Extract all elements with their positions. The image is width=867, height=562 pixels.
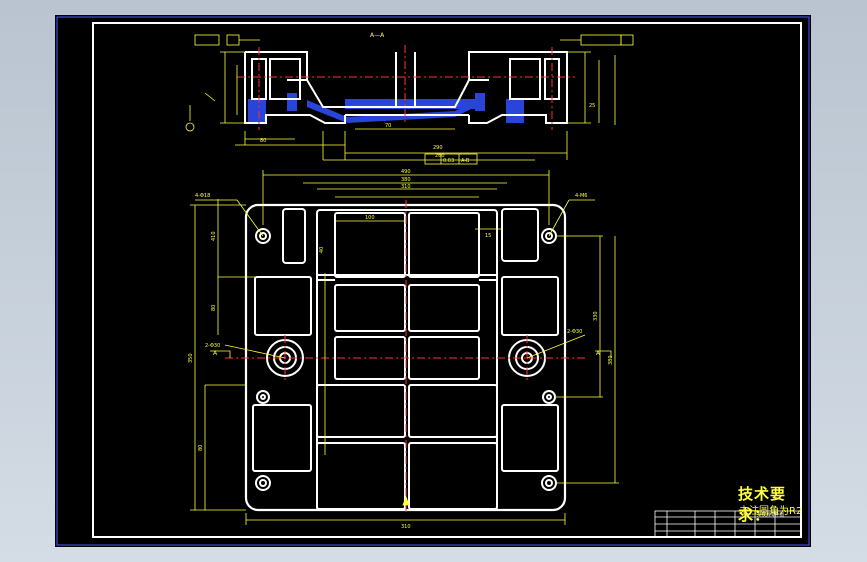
dim-center-mid: 70: [385, 123, 391, 129]
dim-top-inner2: 310: [401, 184, 411, 190]
title-block: [654, 510, 802, 538]
dim-bottom-overall: 290: [433, 145, 443, 151]
section-mark-right: A: [596, 350, 601, 357]
dim-bottom-mid: 260: [435, 153, 445, 159]
dim-right-h: 25: [589, 103, 595, 109]
dim-left-mid: 80: [211, 305, 217, 311]
drawing-sheet: A—A 80 290 260 70 25 0.03 A-B: [55, 15, 811, 547]
dim-left-lower: 80: [198, 445, 204, 451]
dim-left-span: 410: [211, 231, 217, 241]
bolt-label-right: 2-Φ30: [567, 329, 582, 335]
section-hatch: [248, 93, 524, 123]
dim-slot-w: 15: [485, 233, 491, 239]
dim-right-total: 380: [608, 355, 614, 365]
section-view: A—A 80 290 260 70 25 0.03 A-B: [185, 32, 634, 165]
title-block-name: 某模具零件图: [757, 511, 784, 518]
tech-requirements-note: 未注圆角为R2: [739, 506, 803, 517]
plan-dimensions: [190, 170, 619, 525]
dim-left-total: 350: [188, 353, 194, 363]
dim-slot-d: 40: [319, 247, 325, 253]
dim-top-total: 490: [401, 169, 411, 175]
section-label: A—A: [370, 32, 385, 39]
bolt-label-left: 2-Φ30: [205, 343, 220, 349]
plan-view: 490 380 310 100 4-Φ18 4-M6 410 80 350 80…: [188, 169, 619, 530]
dim-inner-w: 100: [365, 215, 375, 221]
dim-right-mid: 330: [593, 311, 599, 321]
dim-bottom-total: 310: [401, 524, 411, 530]
flatness-value: 0.03: [443, 158, 454, 164]
hole-label-right: 4-M6: [575, 193, 587, 199]
section-centerlines: [237, 45, 575, 130]
section-mark-left: A: [213, 350, 218, 357]
section-dim-text: A—A 80 290 260 70 25 0.03 A-B: [260, 32, 595, 164]
plan-dim-text: 490 380 310 100 4-Φ18 4-M6 410 80 350 80…: [188, 169, 614, 530]
hole-label-left: 4-Φ18: [195, 193, 210, 199]
dim-bottom-inner: 80: [260, 138, 266, 144]
tech-requirements-title: 技术要求：: [738, 485, 787, 524]
drawing-canvas: A—A 80 290 260 70 25 0.03 A-B: [56, 16, 810, 546]
section-dimensions: [185, 34, 634, 165]
dim-top-inner1: 380: [401, 177, 411, 183]
drawing-frame: [92, 22, 802, 538]
sheet-border: [56, 16, 810, 546]
datum-ref: A-B: [461, 158, 470, 164]
